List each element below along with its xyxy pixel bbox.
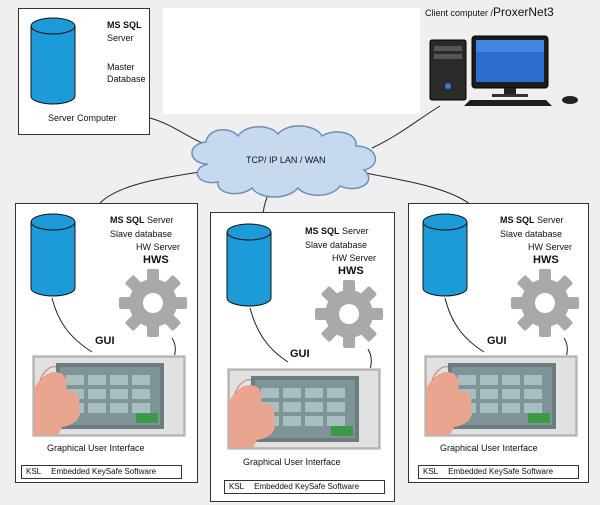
node-3-ksl-code: KSL [423,467,439,476]
server-db-title: MS SQL [107,20,142,30]
desktop-computer-icon [429,35,578,106]
node-1-gear-icon [119,269,187,337]
server-db-sub: Server [107,33,134,43]
node-3-hws: HWS [533,254,559,266]
node-1-mssql-rest: Server [144,215,174,225]
node-1-mssql: MS SQL Server [110,215,174,226]
database-label: Database [107,74,146,84]
node-2-mssql: MS SQL Server [305,226,369,237]
node-2-hwserver: HW Server [332,253,377,263]
node-3-gui-label: GUI [487,335,507,347]
client-backdrop [163,8,420,114]
node-2-gear-icon [315,280,383,348]
node-1-slave: Slave database [110,229,173,239]
client-brand: ProxerNet3 [493,5,554,19]
node-3-ksl-desc: Embedded KeySafe Software [448,467,554,476]
node-3-mssql-rest: Server [534,215,564,225]
node-3-mssql: MS SQL Server [500,215,564,226]
node-1-slave-db-icon [30,213,76,297]
node-2-slave: Slave database [305,240,368,250]
node-3-slave: Slave database [500,229,563,239]
node-1-gui-label: GUI [95,335,115,347]
node-3-slave-db-icon [422,213,468,297]
master-database-icon [30,17,76,105]
client-caption-prefix: Client computer / [425,8,494,18]
node-1-ksl-box: KSL Embedded KeySafe Software [21,465,182,479]
node-3-gui-caption: Graphical User Interface [440,443,538,453]
network-label: TCP/ IP LAN / WAN [246,155,326,165]
node-2-mssql-bold: MS SQL [305,226,340,236]
node-3-touchscreen-image [424,355,578,437]
node-1-hwserver: HW Server [136,242,181,252]
node-3-mssql-bold: MS SQL [500,215,535,225]
node-2-gui-label: GUI [290,348,310,360]
node-3-hwserver: HW Server [528,242,573,252]
node-1-ksl-desc: Embedded KeySafe Software [51,467,157,476]
node-3-ksl-box: KSL Embedded KeySafe Software [418,465,579,479]
node-2-gui-caption: Graphical User Interface [243,457,341,467]
node-2-ksl-box: KSL Embedded KeySafe Software [224,480,385,494]
node-2-hws: HWS [338,265,364,277]
node-2-ksl-desc: Embedded KeySafe Software [254,482,360,491]
node-2-slave-db-icon [226,223,272,307]
node-1-ksl-code: KSL [26,467,42,476]
node-3-gear-icon [511,269,579,337]
network-cloud-icon [191,125,376,198]
node-2-touchscreen-image [227,368,381,450]
node-1-hws: HWS [143,254,169,266]
node-1-mssql-bold: MS SQL [110,215,145,225]
client-caption: Client computer /ProxerNet3 [425,5,554,19]
node-1-gui-caption: Graphical User Interface [47,443,145,453]
master-label: Master [107,62,135,72]
server-computer-caption: Server Computer [48,113,117,123]
node-2-mssql-rest: Server [339,226,369,236]
node-2-ksl-code: KSL [229,482,245,491]
node-1-touchscreen-image [32,355,186,437]
